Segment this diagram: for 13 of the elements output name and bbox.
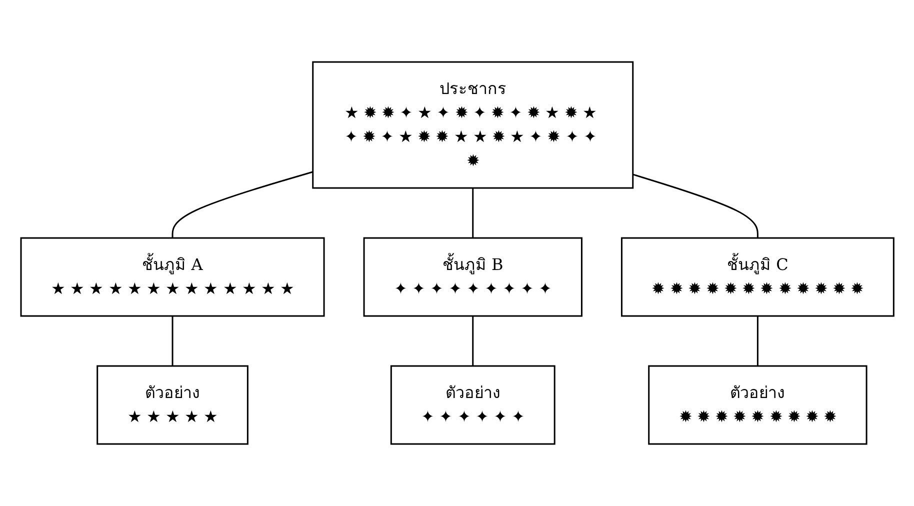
node-box: ประชากร ★ ✹ ✹ ✦ ★ ✦ ✹ ✦ ✹ ✦ ✹ ★ ✹ ★ ✦ ✹ ✦ ★ ✹ ✹ ★ ★ ✹ ★ ✦ ✹ ✦ ✦ ✹ (312, 61, 634, 189)
node-box: ชั้นภูมิ A ★ ★ ★ ★ ★ ★ ★ ★ ★ ★ ★ ★ ★ (20, 237, 324, 317)
connector (472, 188, 474, 238)
connector (472, 316, 474, 366)
node-box: ตัวอย่าง ✹ ✹ ✹ ✹ ✹ ✹ ✹ ✹ ✹ (648, 365, 867, 445)
connector (171, 316, 173, 366)
connector (632, 174, 758, 238)
connector (171, 171, 313, 238)
node-box: ตัวอย่าง ✦ ✦ ✦ ✦ ✦ ✦ (390, 365, 555, 445)
connector (756, 316, 758, 366)
node-box: ตัวอย่าง ★ ★ ★ ★ ★ (96, 365, 248, 445)
node-box: ชั้นภูมิ C ✹ ✹ ✹ ✹ ✹ ✹ ✹ ✹ ✹ ✹ ✹ ✹ (620, 237, 894, 317)
node-box: ชั้นภูมิ B ✦ ✦ ✦ ✦ ✦ ✦ ✦ ✦ ✦ (362, 237, 582, 317)
